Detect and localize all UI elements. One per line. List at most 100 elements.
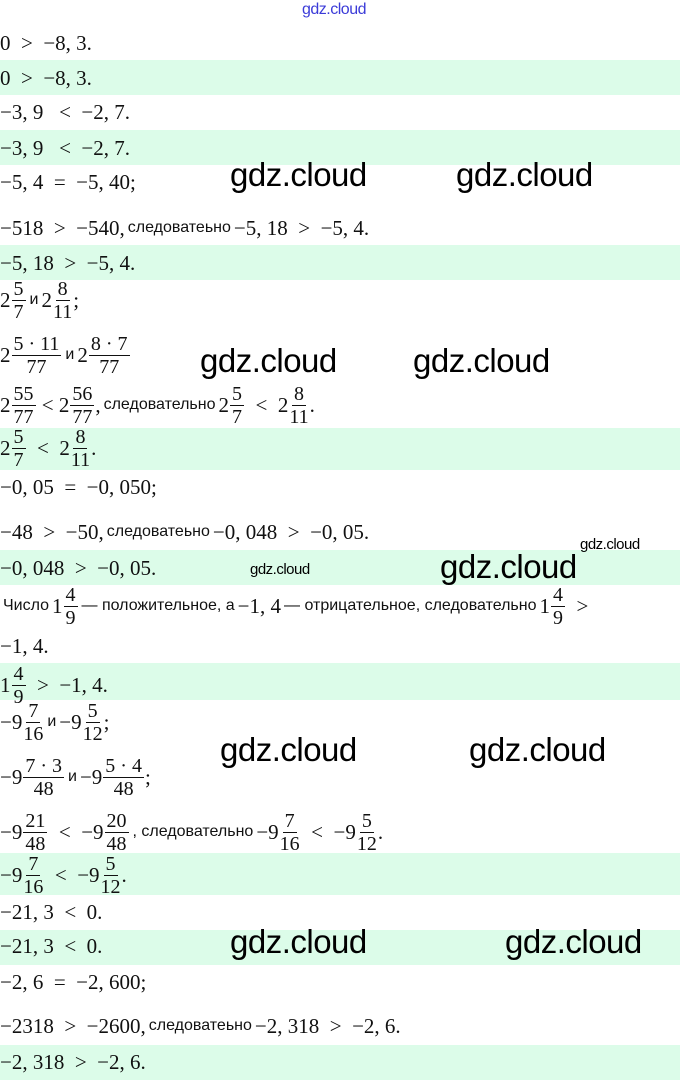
denominator: 48	[113, 777, 134, 800]
denominator: 77	[99, 355, 120, 378]
watermark: gdz.cloud	[580, 536, 640, 553]
math-expression: −0, 05 = −0, 050;	[0, 474, 157, 499]
solution-line: 0 > −8, 3.	[0, 23, 92, 63]
numerator: 8	[291, 382, 306, 406]
denominator: 7	[13, 300, 24, 323]
solution-line: −21, 3 < 0.	[0, 892, 102, 932]
math-expression: −2, 318 > −2, 6.	[0, 1049, 146, 1074]
text-fragment: и	[65, 346, 75, 363]
numerator: 5	[85, 699, 100, 723]
denominator: 77	[72, 405, 93, 428]
text-fragment: следоватеьно	[127, 219, 231, 236]
denominator: 9	[13, 685, 24, 708]
whole-part: 2	[0, 342, 11, 367]
whole-part: 2	[41, 287, 52, 312]
whole-part: 2	[58, 392, 70, 417]
denominator: 77	[13, 405, 34, 428]
math-expression: 0 > −8, 3.	[0, 30, 92, 55]
whole-part: −9	[77, 862, 100, 887]
numerator: 55	[11, 382, 36, 406]
denominator: 48	[106, 832, 127, 855]
text-fragment: — отрицательное, следовательно	[284, 597, 537, 614]
denominator: 16	[279, 832, 300, 855]
math-expression: <	[36, 392, 59, 417]
math-expression: −5, 4 = −5, 40;	[0, 169, 136, 194]
answer-highlight-band	[0, 130, 680, 165]
whole-part: 2	[0, 287, 11, 312]
solution-line: −1, 4.	[0, 626, 49, 666]
text-fragment: Число	[3, 597, 50, 614]
answer-line: 0 > −8, 3.	[0, 58, 92, 98]
whole-part: −9	[333, 819, 356, 844]
numerator: 5	[103, 852, 118, 876]
whole-part: −9	[81, 819, 104, 844]
text-fragment: следоватеьно	[148, 1017, 252, 1034]
whole-part: 1	[0, 672, 11, 697]
numerator: 5 · 4	[103, 754, 144, 778]
answer-highlight-band	[0, 550, 680, 585]
numerator: 21	[23, 809, 48, 833]
denominator: 12	[82, 722, 103, 745]
math-expression: −3, 9 < −2, 7.	[0, 135, 131, 160]
solution-line: −0, 05 = −0, 050;	[0, 467, 157, 507]
watermark: gdz.cloud	[440, 548, 577, 585]
math-expression: ;	[73, 287, 80, 312]
numerator: 5	[11, 425, 26, 449]
watermark: gdz.cloud	[230, 156, 367, 193]
numerator: 56	[70, 382, 95, 406]
math-expression: <	[48, 819, 82, 844]
math-expression: −0, 048 > −0, 05.	[0, 555, 157, 580]
denominator: 11	[52, 300, 73, 323]
denominator: 7	[13, 448, 24, 471]
numerator: 20	[104, 809, 129, 833]
whole-part: 2	[277, 392, 289, 417]
math-expression: .	[309, 392, 315, 417]
math-expression: > −1, 4.	[26, 672, 108, 697]
solution-line: −3, 9 < −2, 7.	[0, 92, 130, 132]
denominator: 16	[23, 722, 44, 745]
answer-line: −21, 3 < 0.	[0, 926, 102, 966]
denominator: 11	[289, 405, 309, 428]
numerator: 7 · 3	[23, 754, 65, 778]
whole-part: 2	[0, 435, 11, 460]
math-expression: −1, 4.	[0, 633, 49, 658]
text-fragment: и	[29, 291, 39, 308]
numerator: 5	[359, 809, 374, 833]
watermark: gdz.cloud	[413, 342, 550, 379]
math-expression: −3, 9 < −2, 7.	[0, 99, 131, 124]
whole-part: 1	[539, 593, 550, 618]
math-expression: −2, 6 = −2, 600;	[0, 969, 147, 994]
text-fragment: и	[68, 768, 77, 785]
watermark: gdz.cloud	[250, 561, 310, 578]
answer-highlight-band	[0, 245, 680, 280]
math-expression: −2, 318 > −2, 6.	[254, 1013, 401, 1038]
answer-highlight-band	[0, 930, 680, 965]
denominator: 48	[25, 832, 46, 855]
numerator: 5 · 11	[11, 332, 62, 356]
answer-highlight-band	[0, 663, 680, 700]
numerator: 7	[282, 809, 297, 833]
answer-highlight-band	[0, 60, 680, 95]
math-expression: ;	[144, 764, 151, 789]
denominator: 48	[33, 777, 54, 800]
solution-line: −518 > −540,следоватеьно−5, 18 > −5, 4.	[0, 208, 369, 248]
solution-line: −2, 6 = −2, 600;	[0, 962, 146, 1002]
whole-part: 2	[77, 342, 88, 367]
